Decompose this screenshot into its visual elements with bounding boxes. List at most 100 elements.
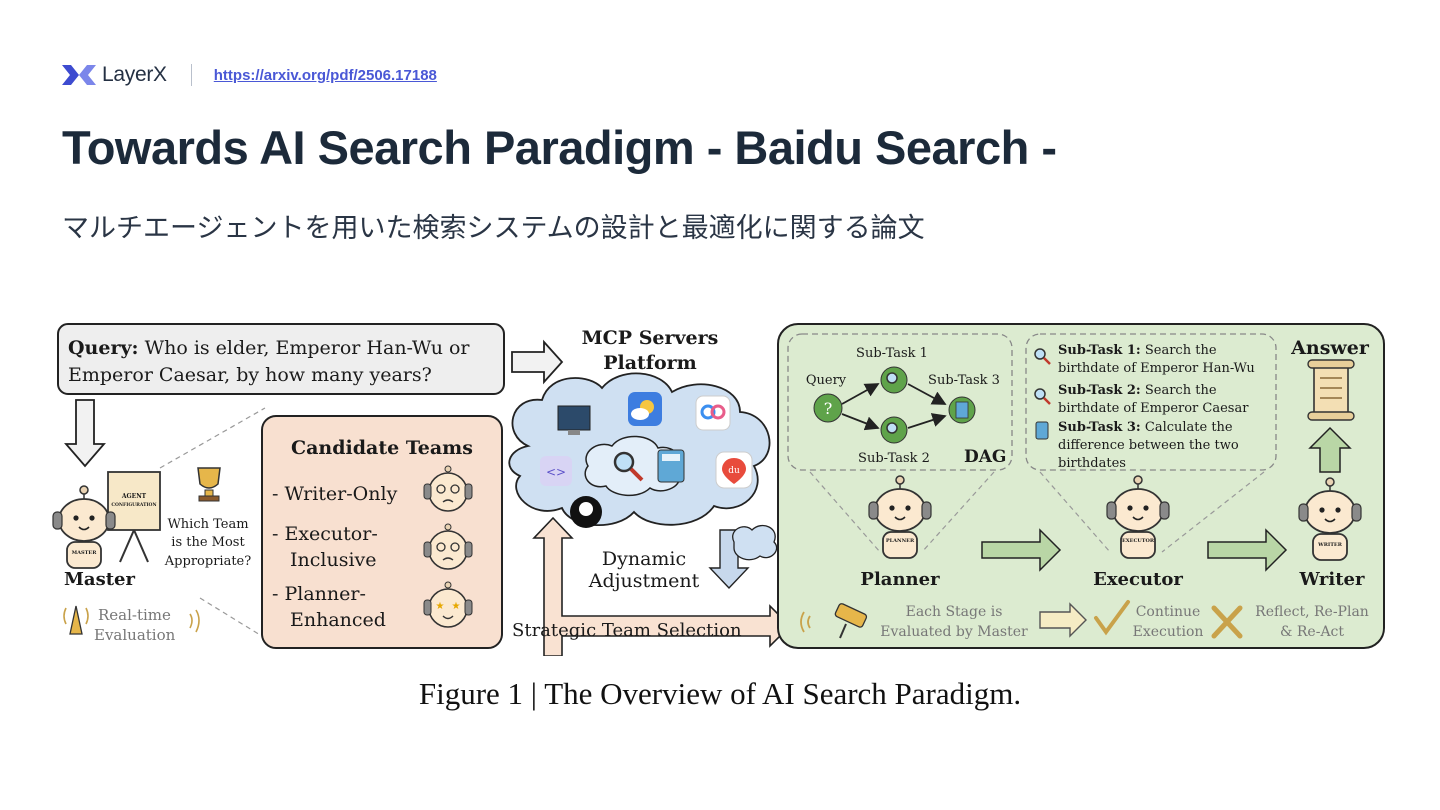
- answer-scroll-icon: [1307, 359, 1355, 421]
- logo-text: LayerX: [102, 63, 167, 86]
- query-text-line1: Who is elder, Emperor Han-Wu or: [139, 337, 471, 359]
- svg-text:★: ★: [436, 601, 445, 612]
- page-title: Towards AI Search Paradigm - Baidu Searc…: [62, 121, 1057, 174]
- sad-robot-icon-1: [423, 465, 473, 512]
- continue-line2: Execution: [1133, 624, 1204, 640]
- subtask1-icon: [1034, 348, 1051, 365]
- st3-line3: birthdates: [1058, 456, 1126, 471]
- realtime-line2: Evaluation: [94, 626, 176, 644]
- continue-line1: Continue: [1136, 604, 1201, 620]
- strategic-label: Strategic Team Selection: [512, 620, 742, 641]
- sad-robot-icon-2: [423, 523, 473, 570]
- subtask3-icon: [1035, 421, 1049, 440]
- answer-label: Answer: [1290, 337, 1370, 359]
- which-line2: is the Most: [171, 535, 245, 550]
- evaluation-arrow: [1039, 602, 1087, 638]
- stage-line1: Each Stage is: [906, 604, 1003, 620]
- planner-label: Planner: [860, 569, 940, 590]
- code-icon-text: <>: [546, 465, 566, 479]
- dag-label: DAG: [964, 447, 1006, 467]
- st3-bold: Sub-Task 3:: [1058, 420, 1141, 435]
- query-box: Query: Who is elder, Emperor Han-Wu or E…: [57, 323, 505, 395]
- query-to-mcp-arrow: [511, 339, 564, 385]
- executor-to-writer-arrow: [1207, 528, 1288, 572]
- subtask-list-box: [1025, 333, 1277, 471]
- planner-badge: PLANNER: [886, 538, 915, 544]
- calculator-icon: [657, 449, 685, 483]
- reflect-line1: Reflect, Re-Plan: [1255, 604, 1369, 620]
- planner-to-executor-arrow: [981, 528, 1062, 572]
- svg-text:Sub-Task 2: Search the: Sub-Task 2: Search the: [1058, 383, 1217, 398]
- dynamic-line1: Dynamic: [602, 548, 686, 570]
- layerx-logo-icon: [62, 65, 96, 85]
- mcp-title-line2: Platform: [603, 352, 697, 374]
- mcp-cloud: MCP Servers Platform <> du: [508, 327, 771, 528]
- board-line2: CONFIGURATION: [111, 502, 156, 508]
- st1-rest: Search the: [1141, 343, 1217, 358]
- dynamic-line2: Adjustment: [588, 570, 700, 592]
- svg-text:Sub-Task 1: Search the: Sub-Task 1: Search the: [1058, 343, 1217, 358]
- github-icon: [570, 496, 602, 528]
- st2-line2: birthdate of Emperor Caesar: [1058, 401, 1249, 416]
- team-executor-line2: Inclusive: [290, 549, 377, 571]
- overview-figure: Query: Who is elder, Emperor Han-Wu or E…: [52, 323, 1385, 656]
- candidate-title: Candidate Teams: [291, 437, 473, 459]
- st3-rest: Calculate the: [1141, 420, 1233, 435]
- du-icon-text: du: [728, 466, 740, 476]
- st2-rest: Search the: [1141, 383, 1217, 398]
- master-badge: MASTER: [72, 550, 98, 556]
- realtime-line1: Real-time: [98, 606, 171, 624]
- mcp-title-line1: MCP Servers: [582, 327, 719, 349]
- query-label: Query:: [68, 337, 139, 359]
- paper-link[interactable]: https://arxiv.org/pdf/2506.17188: [213, 66, 437, 84]
- st1-line2: birthdate of Emperor Han-Wu: [1058, 361, 1255, 376]
- figure-caption: Figure 1 | The Overview of AI Search Par…: [418, 676, 1022, 711]
- st3-line2: difference between the two: [1058, 438, 1239, 453]
- page-subtitle: マルチエージェントを用いた検索システムの設計と最適化に関する論文: [62, 213, 925, 244]
- writer-to-answer-arrow: [1308, 426, 1352, 473]
- which-line1: Which Team: [167, 517, 248, 532]
- svg-text:★: ★: [452, 601, 461, 612]
- weather-icon: [628, 392, 662, 426]
- cross-icon: [1211, 605, 1243, 639]
- happy-robot-icon: ★★: [423, 581, 473, 628]
- camera-icon: [800, 603, 868, 639]
- agent-configuration-board: [107, 471, 161, 531]
- dag-subtask2-node: [880, 416, 908, 444]
- dag-subtask1-node: [880, 366, 908, 394]
- st1-bold: Sub-Task 1:: [1058, 343, 1141, 358]
- dag-subtask3-node: [948, 396, 976, 424]
- dag-query-label: Query: [806, 373, 847, 388]
- svg-text:Sub-Task 3: Calculate the: Sub-Task 3: Calculate the: [1058, 420, 1233, 435]
- team-planner-line2: Enhanced: [290, 609, 386, 631]
- small-cloud-icon: [732, 525, 778, 561]
- baidu-maps-icon: du: [715, 451, 753, 489]
- st2-bold: Sub-Task 2:: [1058, 383, 1141, 398]
- master-label: Master: [64, 569, 135, 590]
- svg-text:Query: Who is elder, Emperor H: Query: Who is elder, Emperor Han-Wu or: [68, 337, 470, 359]
- signal-tower-icon: [63, 605, 200, 635]
- dag-subtask1-label: Sub-Task 1: [856, 346, 928, 361]
- subtask2-icon: [1034, 388, 1051, 405]
- svg-text:?: ?: [824, 399, 833, 418]
- dag-box: [787, 333, 1013, 471]
- computer-icon: [557, 405, 591, 435]
- executor-label: Executor: [1093, 569, 1183, 590]
- which-line3: Appropriate?: [164, 554, 251, 569]
- query-text-line2: Emperor Caesar, by how many years?: [68, 364, 432, 386]
- execution-panel: Query ? Sub-Task 1 Sub-Task 2 Sub-Task 3…: [777, 323, 1385, 649]
- baidu-netdisk-icon: [695, 395, 731, 431]
- board-line1: AGENT: [121, 493, 147, 500]
- query-to-master-arrow: [64, 399, 106, 468]
- stage-line2: Evaluated by Master: [880, 624, 1028, 640]
- team-executor-line1: - Executor-: [272, 523, 378, 545]
- strategic-selection-arrow: [532, 516, 792, 656]
- executor-badge: EXECUTOR: [1122, 538, 1155, 544]
- search-magnifier-icon: [613, 451, 644, 482]
- check-icon: [1094, 600, 1130, 636]
- reflect-line2: & Re-Act: [1280, 624, 1344, 640]
- candidate-teams-panel: Candidate Teams - Writer-Only - Executor…: [261, 415, 503, 649]
- header-divider: [190, 64, 192, 86]
- trophy-icon: [197, 467, 221, 502]
- master-area: AGENT CONFIGURATION MASTER Master Which …: [52, 407, 266, 644]
